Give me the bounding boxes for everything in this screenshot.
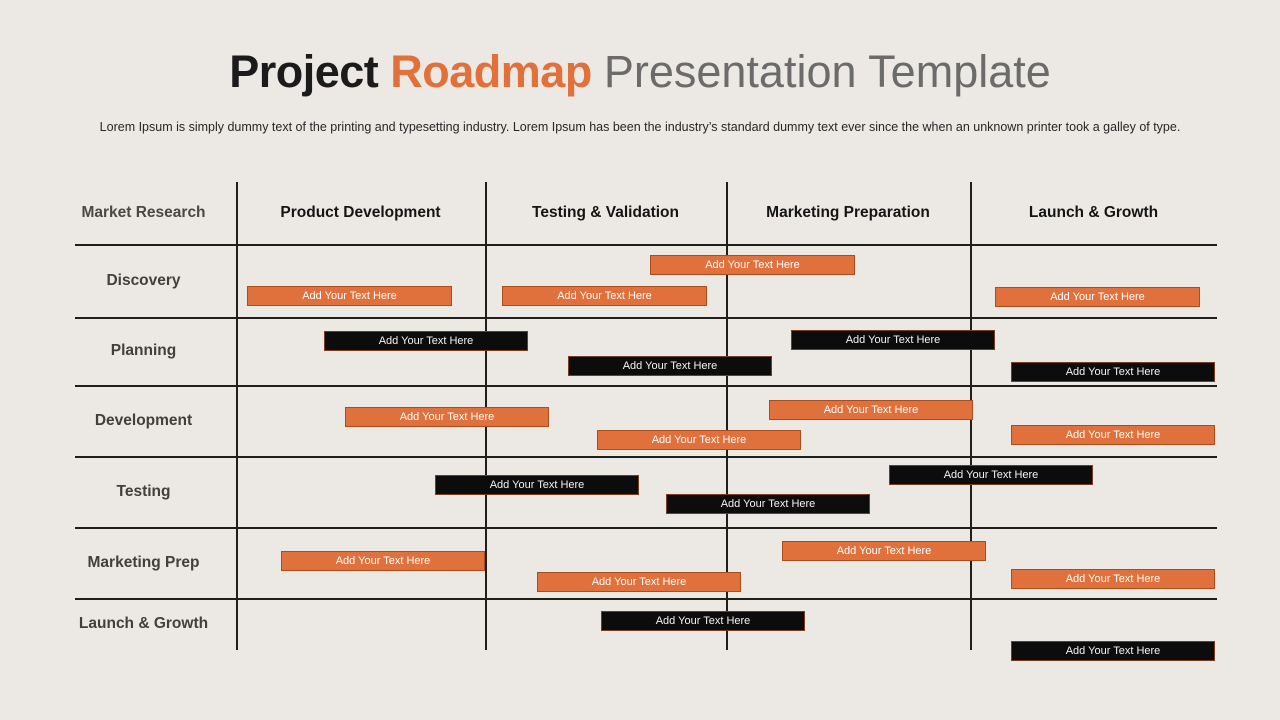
gantt-bar-placeholder[interactable]: Add Your Text Here [601,611,805,631]
gantt-bar-placeholder[interactable]: Add Your Text Here [537,572,741,592]
row-label-marketing-prep: Marketing Prep [87,553,200,571]
row-label-launch-growth: Launch & Growth [78,615,209,632]
grid-column-divider [236,182,238,650]
gantt-bar-placeholder[interactable]: Add Your Text Here [1011,362,1215,382]
row-label-planning: Planning [110,342,177,359]
gantt-bar-placeholder[interactable]: Add Your Text Here [502,286,707,306]
gantt-bar-placeholder[interactable]: Add Your Text Here [1011,569,1215,589]
gantt-bar-placeholder[interactable]: Add Your Text Here [281,551,485,571]
subtitle-lorem-ipsum: Lorem Ipsum is simply dummy text of the … [99,120,1181,134]
gantt-bar-placeholder[interactable]: Add Your Text Here [345,407,549,427]
page-title: Project Roadmap Presentation Template [0,46,1280,98]
column-header-product-development: Product Development [280,204,441,221]
title-word-presentation-template: Presentation Template [603,46,1051,97]
gantt-bar-placeholder[interactable]: Add Your Text Here [782,541,986,561]
gantt-bar-placeholder[interactable]: Add Your Text Here [889,465,1093,485]
column-header-testing-validation: Testing & Validation [532,204,679,221]
gantt-bar-placeholder[interactable]: Add Your Text Here [568,356,772,376]
title-word-project: Project [229,46,379,97]
grid-row-divider [75,598,1217,600]
gantt-bar-placeholder[interactable]: Add Your Text Here [435,475,639,495]
grid-row-divider [75,456,1217,458]
gantt-bar-placeholder[interactable]: Add Your Text Here [769,400,973,420]
grid-row-divider [75,317,1217,319]
corner-label-market-research: Market Research [81,204,206,221]
gantt-bar-placeholder[interactable]: Add Your Text Here [1011,641,1215,661]
gantt-bar-placeholder[interactable]: Add Your Text Here [995,287,1200,307]
row-label-testing: Testing [116,482,171,500]
title-word-roadmap: Roadmap [390,46,592,97]
grid-row-divider [75,385,1217,387]
column-header-launch-growth: Launch & Growth [1028,204,1159,221]
gantt-bar-placeholder[interactable]: Add Your Text Here [324,331,528,351]
gantt-bar-placeholder[interactable]: Add Your Text Here [650,255,855,275]
row-label-discovery: Discovery [106,271,181,289]
gantt-bar-placeholder[interactable]: Add Your Text Here [791,330,995,350]
grid-row-divider [75,244,1217,246]
row-label-development: Development [94,411,193,429]
column-header-marketing-preparation: Marketing Preparation [766,204,930,221]
gantt-bar-placeholder[interactable]: Add Your Text Here [247,286,452,306]
gantt-bar-placeholder[interactable]: Add Your Text Here [597,430,801,450]
grid-row-divider [75,527,1217,529]
grid-column-divider [726,182,728,650]
gantt-bar-placeholder[interactable]: Add Your Text Here [666,494,870,514]
gantt-bar-placeholder[interactable]: Add Your Text Here [1011,425,1215,445]
